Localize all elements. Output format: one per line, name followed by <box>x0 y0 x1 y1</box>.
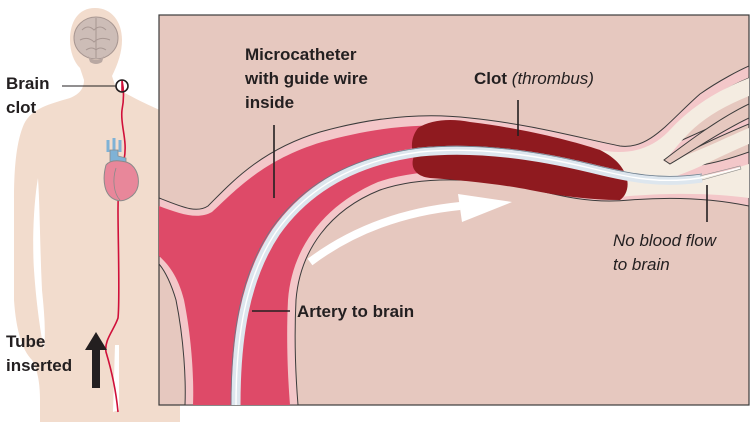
clot-thrombus <box>411 120 628 200</box>
guide-wire-tip <box>699 165 742 181</box>
microcatheter-outline <box>230 145 703 405</box>
brain-icon <box>73 16 119 64</box>
detail-panel <box>158 14 750 406</box>
catheter-route-line <box>104 79 126 413</box>
microcatheter-label-line2: with guide wire <box>245 69 368 88</box>
microcatheter-label-line3: inside <box>245 93 295 112</box>
body-outline <box>14 8 180 422</box>
blocked-vessel-segment <box>600 78 749 198</box>
up-arrow-icon <box>85 332 107 388</box>
arm-gap <box>33 178 45 350</box>
artery-blood <box>159 125 600 405</box>
tube-inserted-label-line1: Tube <box>6 332 46 351</box>
tube-inserted-label-line2: inserted <box>6 356 73 375</box>
brain-clot-label-line1: Brain <box>6 74 50 93</box>
blood-flow-arrowhead <box>458 194 512 222</box>
microcatheter-label-line1: Microcatheter <box>245 45 357 64</box>
clot-label: Clot (thrombus) <box>474 68 594 90</box>
artery-label: Artery to brain <box>297 302 415 321</box>
blood-flow-arrow <box>307 202 461 266</box>
heart-icon <box>103 138 139 202</box>
guide-wire <box>235 149 741 405</box>
body-silhouette <box>14 8 180 422</box>
brain-clot-label-line2: clot <box>6 98 37 117</box>
clot-label-bold: Clot <box>474 69 508 88</box>
vessel-branch-gap <box>663 103 749 165</box>
clot-label-italic: (thrombus) <box>511 69 594 88</box>
no-flow-label-line2: to brain <box>613 255 670 274</box>
no-flow-label-line1: No blood flow <box>613 231 717 250</box>
leg-gap <box>113 345 119 412</box>
